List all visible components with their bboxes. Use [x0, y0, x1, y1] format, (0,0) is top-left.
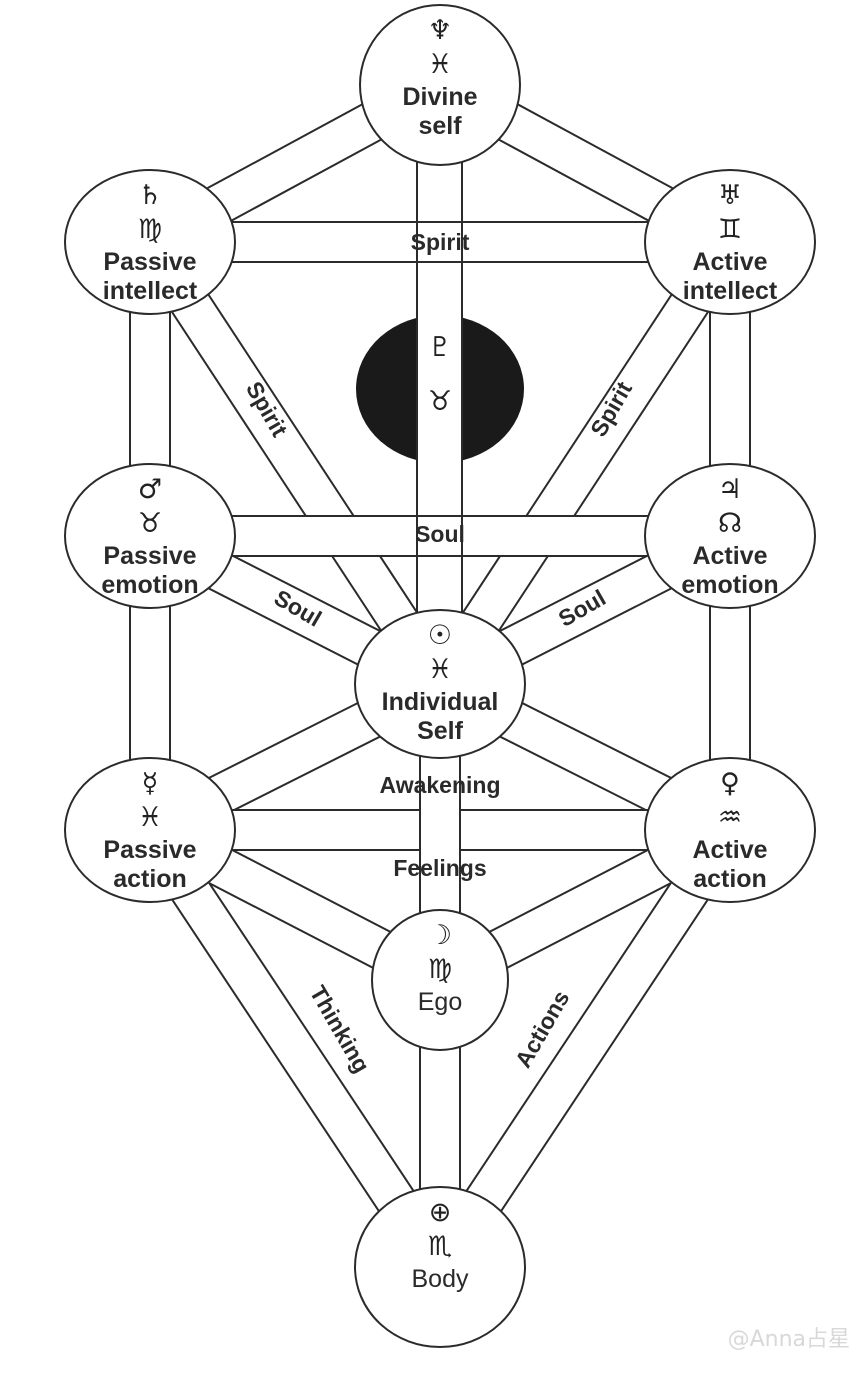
active-action-label: Active [692, 836, 767, 864]
passive-emotion-label: emotion [101, 571, 198, 599]
path-passive-emotion-to-active-emotion-fill [150, 516, 730, 556]
active-intellect-circle [644, 169, 816, 315]
active-action-label: action [693, 865, 767, 893]
active-action-circle [644, 757, 816, 903]
ego-label: Ego [418, 988, 462, 1016]
node-body: ⊕♏ Body [354, 1186, 526, 1348]
path-active-emotion-to-active-action-fill [710, 536, 750, 830]
path-active-action-to-body-edge [422, 818, 715, 1257]
divine-self-circle [359, 4, 521, 166]
path-active-intellect-to-individual-self-edge [455, 252, 748, 696]
path-label-feelings: Feelings [393, 855, 486, 881]
body-circle [354, 1186, 526, 1348]
individual-self-circle [354, 609, 526, 759]
north-node-icon: ☊ [718, 508, 742, 539]
node-ego: ☽♍ Ego [371, 909, 509, 1051]
passive-emotion-circle [64, 463, 236, 609]
path-passive-intellect-to-individual-self-edge [165, 230, 458, 674]
path-active-intellect-to-active-emotion-fill [710, 242, 750, 536]
individual-self-label: Self [417, 717, 464, 745]
virgo-icon: ♍ [138, 214, 162, 245]
active-emotion-label: Active [692, 542, 767, 570]
neptune-icon: ♆ [428, 15, 452, 46]
passive-action-label: action [113, 865, 187, 893]
passive-action-circle [64, 757, 236, 903]
path-passive-action-to-body-fill [133, 818, 457, 1279]
path-active-action-to-body-fill [423, 818, 747, 1279]
body-label: Body [412, 1265, 469, 1293]
active-emotion-label: emotion [681, 571, 778, 599]
path-passive-action-to-body-edge [165, 818, 458, 1257]
uranus-icon: ♅ [718, 180, 742, 211]
gemini-icon: ♊ [718, 214, 742, 245]
path-passive-intellect-to-individual-self-edge [132, 252, 425, 696]
jupiter-icon: ♃ [718, 474, 742, 505]
ego-circle [371, 909, 509, 1051]
saturn-icon: ♄ [138, 180, 162, 211]
moon-icon: ☽ [428, 920, 452, 951]
pluto-icon: ♇ [428, 332, 452, 363]
path-active-action-to-body-edge [455, 840, 748, 1279]
taurus-icon: ♉ [138, 508, 162, 539]
mercury-icon: ☿ [142, 768, 159, 799]
passive-intellect-circle [64, 169, 236, 315]
divine-self-label: Divine [402, 83, 477, 111]
path-passive-action-to-body-edge [132, 840, 425, 1279]
passive-emotion-label: Passive [103, 542, 196, 570]
nodes-layer: ♆♓Divineself♄♍Passiveintellect♅♊Activein… [64, 4, 816, 1348]
central-pillar-gap [417, 300, 462, 500]
path-label-soul-mid: Soul [415, 521, 465, 547]
virgo-icon: ♍ [428, 954, 452, 985]
scorpio-icon: ♏ [428, 1231, 452, 1262]
mars-icon: ♂ [138, 474, 162, 505]
pisces-icon: ♓ [428, 49, 452, 80]
active-intellect-label: Active [692, 248, 767, 276]
path-active-intellect-to-individual-self-edge [422, 230, 715, 674]
active-emotion-circle [644, 463, 816, 609]
path-passive-intellect-to-individual-self-fill [133, 231, 457, 695]
sun-icon: ☉ [428, 620, 452, 651]
taurus-icon: ♉ [428, 386, 452, 417]
path-label-spirit-top: Spirit [411, 229, 470, 255]
watermark: @Anna占星 [727, 1327, 850, 1352]
passive-intellect-label: intellect [103, 277, 198, 305]
path-active-intellect-to-individual-self-fill [423, 231, 747, 695]
aquarius-icon: ♒ [718, 802, 742, 833]
divine-self-label: self [418, 112, 462, 140]
path-passive-emotion-to-passive-action-fill [130, 536, 170, 830]
pisces-icon: ♓ [428, 654, 452, 685]
individual-self-label: Individual [382, 688, 499, 716]
pisces-icon: ♓ [138, 802, 162, 833]
passive-action-label: Passive [103, 836, 196, 864]
passive-intellect-label: Passive [103, 248, 196, 276]
path-passive-intellect-to-passive-emotion-fill [130, 242, 170, 536]
path-passive-intellect-to-active-intellect-fill [150, 222, 730, 262]
path-label-awakening: Awakening [380, 772, 501, 798]
earth-icon: ⊕ [429, 1197, 452, 1228]
venus-icon: ♀ [720, 768, 740, 799]
active-intellect-label: intellect [683, 277, 778, 305]
